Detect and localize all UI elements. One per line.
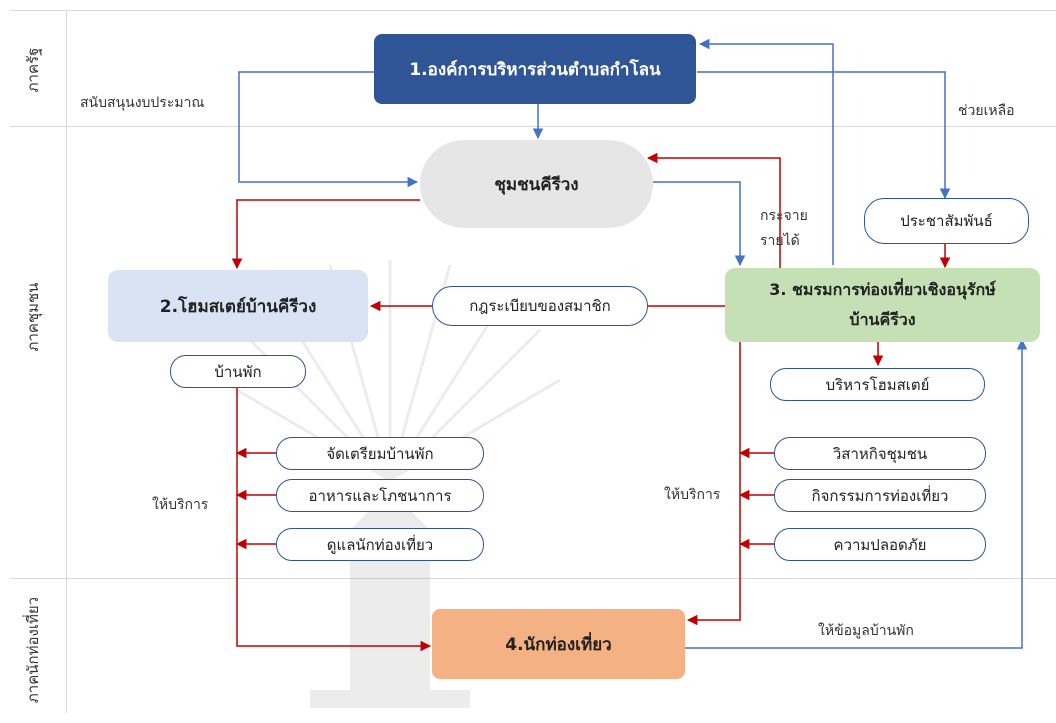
edge-org-budget-to-community bbox=[238, 71, 419, 188]
pill-care-tourists: ดูแลนักท่องเที่ยว bbox=[276, 528, 484, 561]
edge-org-help-to-pr bbox=[697, 71, 951, 200]
edge-club-to-org bbox=[698, 38, 834, 265]
pill-tour-activities: กิจกรรมการท่องเที่ยว bbox=[774, 479, 986, 512]
label-service-right: ให้บริการ bbox=[664, 487, 721, 503]
edge-community-to-club bbox=[653, 181, 746, 267]
pill-lodging: บ้านพัก bbox=[170, 355, 306, 388]
pill-food-nutrition: อาหารและโภชนาการ bbox=[276, 479, 484, 512]
community-node: ชุมชนคีรีวง bbox=[420, 140, 653, 228]
pill-member-rules: กฎระเบียบของสมาชิก bbox=[432, 286, 648, 326]
pill-prepare-lodging: จัดเตรียมบ้านพัก bbox=[276, 437, 484, 470]
government-community-divider bbox=[10, 126, 1056, 127]
club-node-label-line1: 3. ชมรมการท่องเที่ยวเชิงอนุรักษ์ bbox=[769, 280, 996, 299]
community-node-label: ชุมชนคีรีวง bbox=[494, 174, 579, 195]
homestay-node: 2.โฮมสเตย์บ้านคีรีวง bbox=[108, 270, 368, 342]
label-service-left: ให้บริการ bbox=[152, 497, 209, 513]
org-node-label: 1.องค์การบริหารส่วนตำบลกำโลน bbox=[409, 59, 661, 80]
label-lodging-info: ให้ข้อมูลบ้านพัก bbox=[818, 623, 914, 639]
edge-club-distribute-income-to-community bbox=[646, 152, 781, 268]
community-tourist-divider bbox=[10, 578, 1056, 579]
club-node-label-line2: บ้านคีรีวง bbox=[849, 310, 916, 329]
edge-community-to-homestay bbox=[231, 199, 420, 270]
pill-community-enterprise: วิสาหกิจชุมชน bbox=[774, 437, 986, 470]
tourist-node: 4.นักท่องเที่ยว bbox=[432, 609, 685, 679]
homestay-node-label: 2.โฮมสเตย์บ้านคีรีวง bbox=[159, 296, 317, 317]
sector-column-divider bbox=[66, 10, 67, 713]
club-node: 3. ชมรมการท่องเที่ยวเชิงอนุรักษ์ บ้านคีร… bbox=[725, 268, 1040, 342]
label-distribute-1: กระจาย bbox=[760, 208, 808, 224]
pill-pr: ประชาสัมพันธ์ bbox=[864, 198, 1029, 244]
label-distribute-2: รายได้ bbox=[760, 233, 800, 249]
pill-manage-homestay: บริหารโฮมสเตย์ bbox=[770, 368, 985, 401]
edge-club-to-tourist bbox=[686, 342, 741, 626]
tourist-node-label: 4.นักท่องเที่ยว bbox=[505, 634, 612, 655]
edge-tourist-lodging-info-to-club bbox=[685, 338, 1028, 649]
org-node: 1.องค์การบริหารส่วนตำบลกำโลน bbox=[374, 34, 696, 104]
label-help: ช่วยเหลือ bbox=[958, 103, 1015, 119]
pill-safety: ความปลอดภัย bbox=[774, 528, 986, 561]
top-border bbox=[10, 10, 1056, 11]
label-budget-support: สนับสนุนงบประมาณ bbox=[80, 95, 205, 111]
edge-lodging-to-tourist bbox=[236, 388, 432, 652]
